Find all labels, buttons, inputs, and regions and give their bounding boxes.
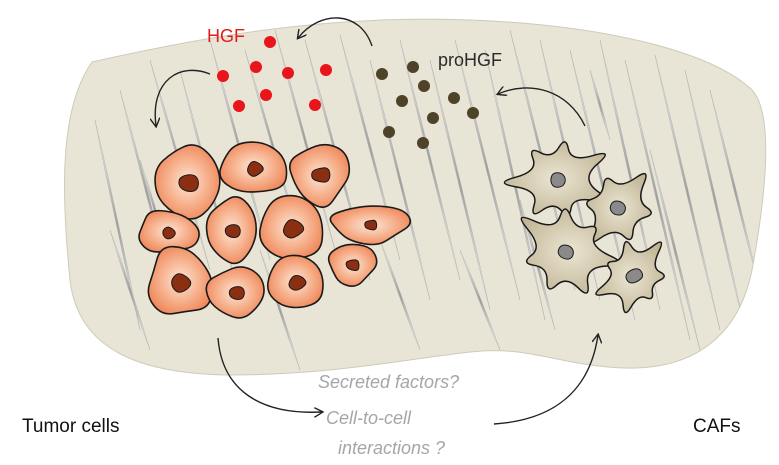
fiber-streak [429,59,491,311]
prohgf-dot [417,137,429,149]
cell-interaction-question-line2: interactions ? [338,438,446,458]
fiber-streak [339,34,401,261]
tumor-nucleus [288,274,307,291]
tumor-cell-cluster [138,141,412,319]
hgf-dot [233,100,245,112]
prohgf-dots [376,61,479,149]
fiber-streak [454,39,521,301]
prohgf-dot [467,107,479,119]
hgf-dot [250,61,262,73]
tumor-nucleus [345,259,360,271]
arrow-question-to-caf [493,335,598,425]
fiber-streak [649,149,701,351]
arrow-prohgf-to-hgf [298,17,373,47]
prohgf-label: proHGF [438,50,503,70]
fiber-streak [589,69,611,141]
fiber-streak [459,249,501,351]
tumor-nucleus [224,224,241,239]
prohgf-dot [376,68,388,80]
prohgf-dot [383,126,395,138]
fiber-streak [654,54,721,331]
caf-cluster [503,141,665,314]
caf-nucleus [625,268,644,284]
tumor-nucleus [162,226,176,240]
tumor-nucleus [178,174,199,192]
cell-interaction-question-line1: Cell-to-cell [326,408,412,428]
hgf-dot [217,70,229,82]
caf-nucleus [550,172,566,188]
hgf-dot [309,99,321,111]
hgf-label: HGF [207,26,245,46]
cafs-label: CAFs [693,416,741,437]
prohgf-dot [396,95,408,107]
hgf-dot [260,89,272,101]
fiber-streak [109,229,151,351]
tumor-nucleus [247,161,264,177]
prohgf-dot [427,112,439,124]
fiber-streak [624,59,691,341]
hgf-dot [282,67,294,79]
prohgf-dot [448,92,460,104]
fiber-streak [599,39,661,311]
arrow-tumor-to-question [217,337,322,412]
hgf-dot [264,36,276,48]
fiber-streak [94,119,141,331]
fiber-streak [399,39,461,281]
caf-nucleus [609,200,626,216]
arrow-hgf-to-tumor [155,69,211,126]
tumor-nucleus [228,286,245,300]
caf-nucleus [557,244,574,260]
secreted-factors-question: Secreted factors? [318,372,460,392]
fiber-streak [379,239,421,351]
fiber-streak [569,49,636,321]
hgf-dots [217,36,332,112]
prohgf-dot [407,61,419,73]
tumor-nucleus [282,219,305,239]
prohgf-dot [418,80,430,92]
tumor-nucleus [311,167,331,183]
tumor-nucleus [171,273,192,293]
arrow-caf-to-prohgf [498,88,586,127]
tumor-cells-label: Tumor cells [22,416,120,437]
hgf-dot [320,64,332,76]
tumor-nucleus [364,219,378,231]
